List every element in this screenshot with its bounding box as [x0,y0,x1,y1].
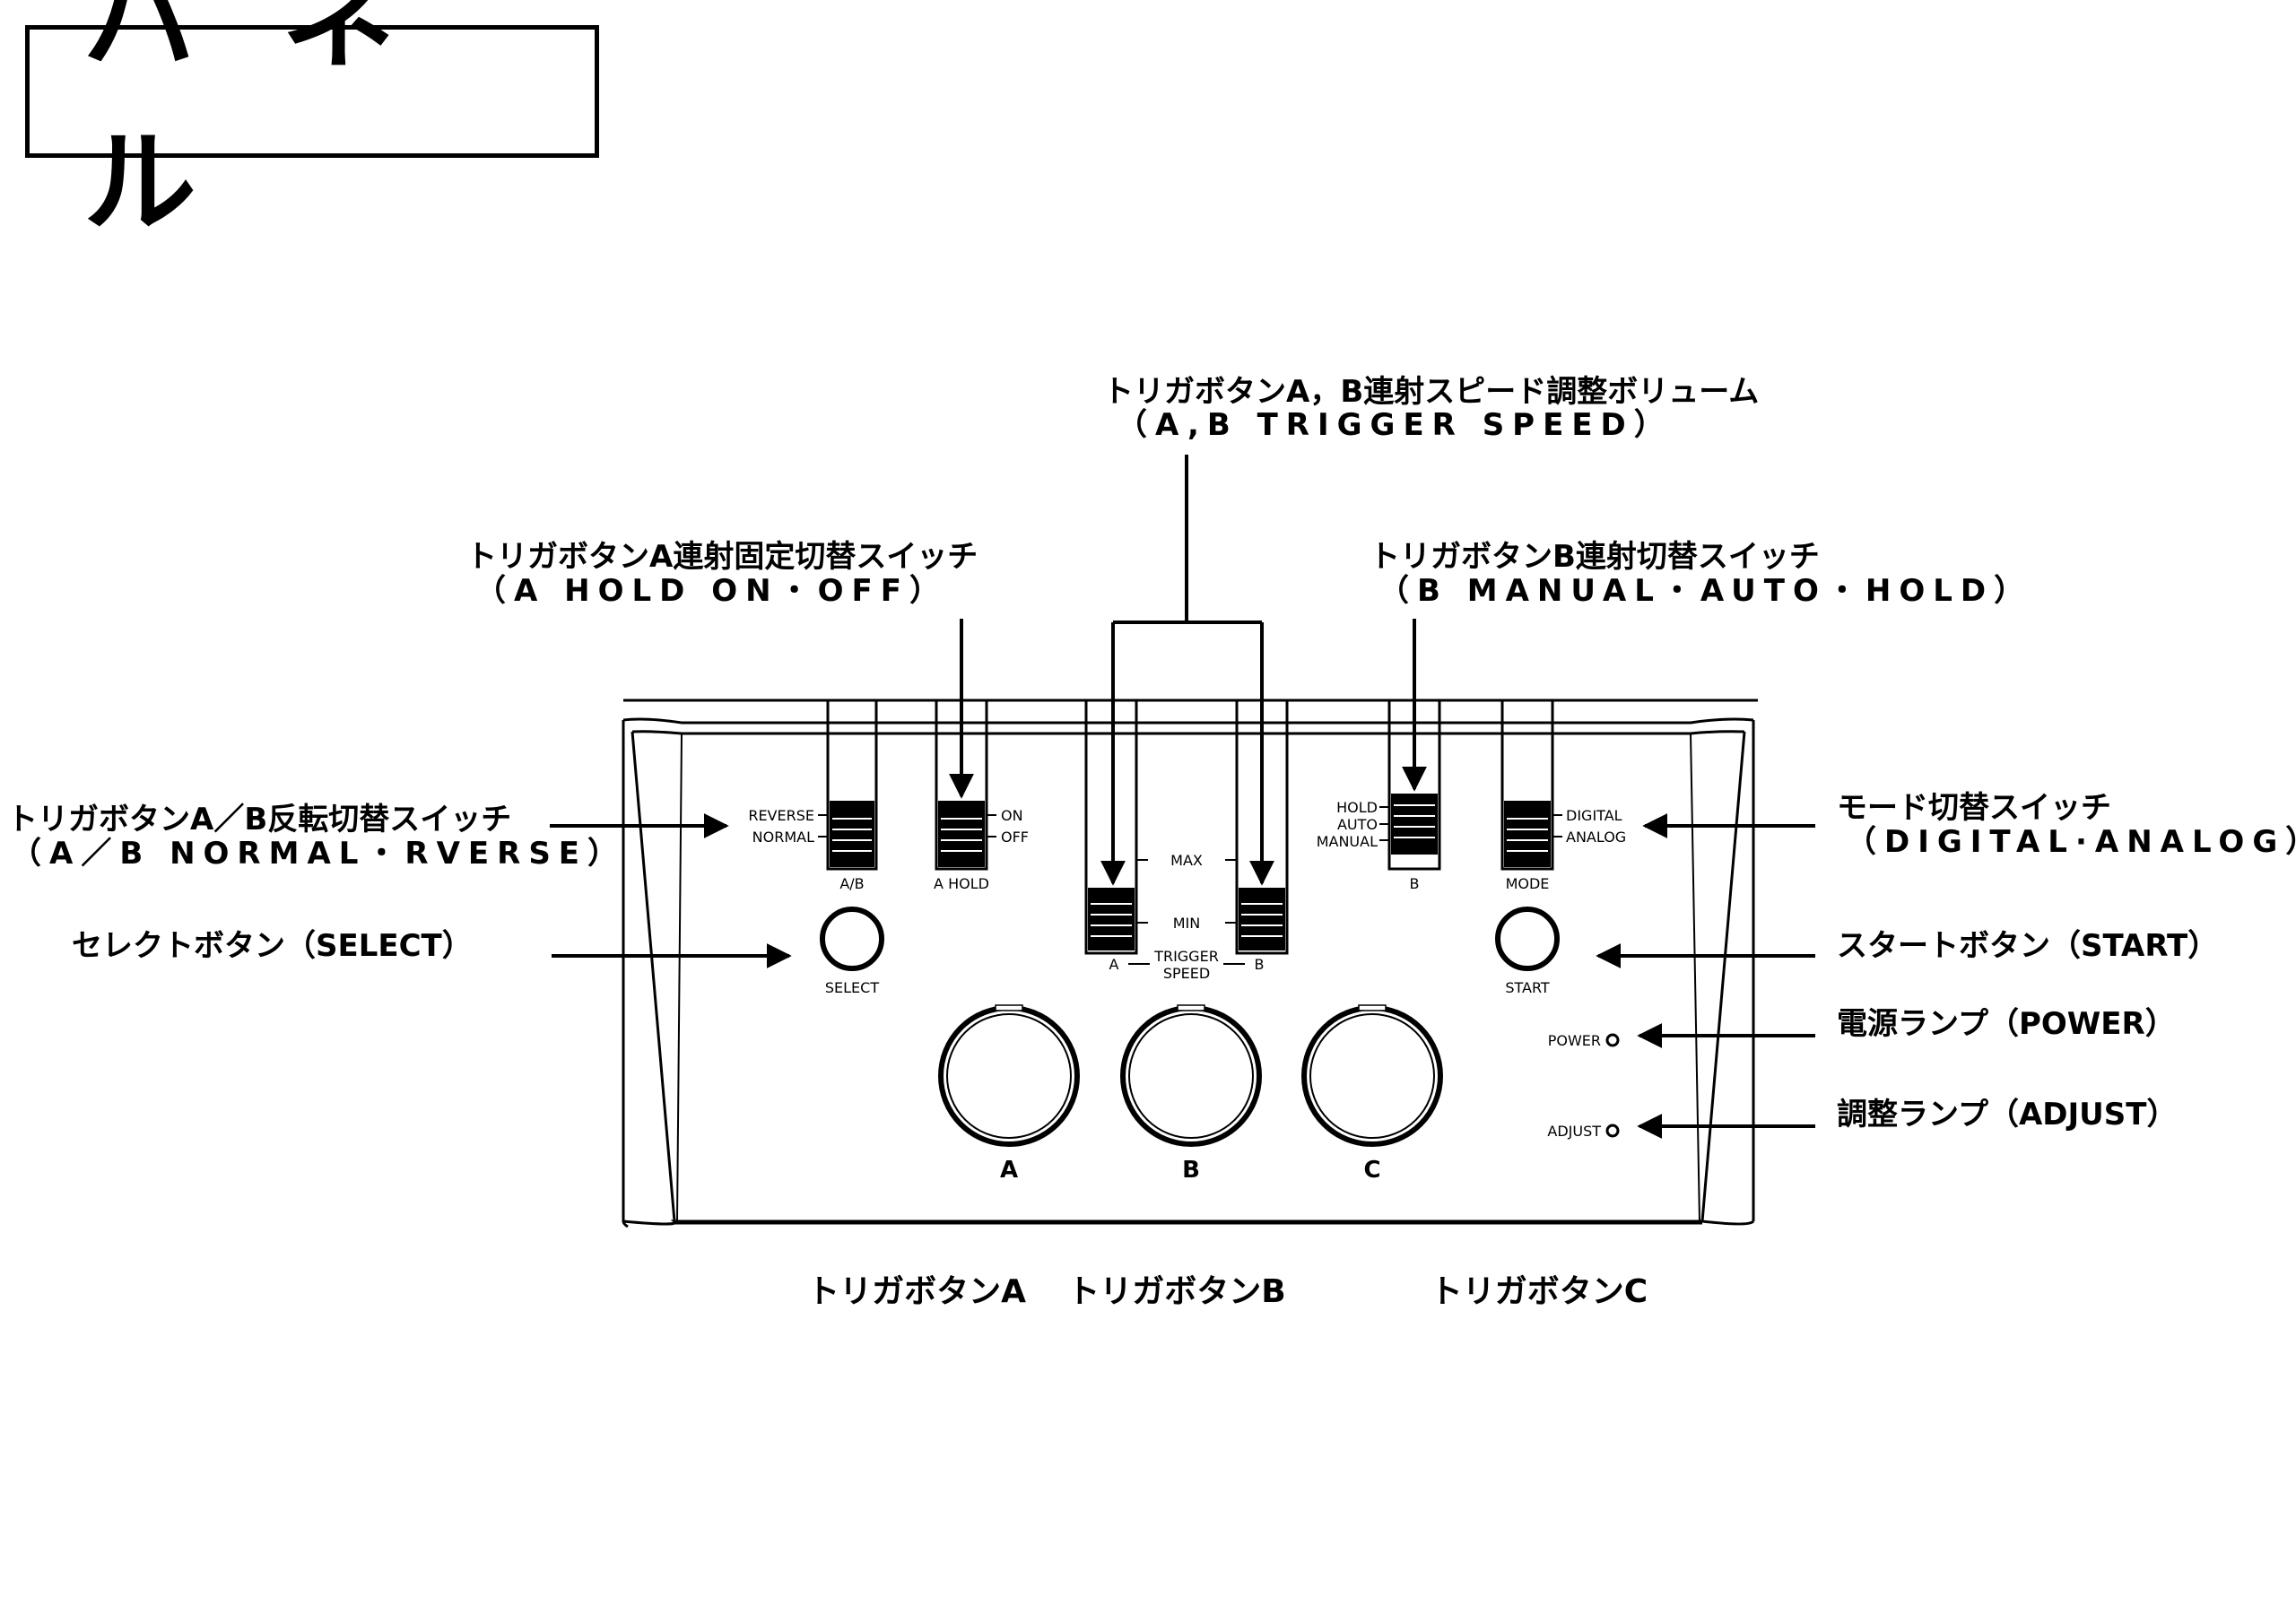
trigger-button-a-label: A [1000,1157,1018,1184]
speed-b-label: B [1255,956,1265,973]
speed-b-slider[interactable] [1235,699,1289,955]
trigger-button-b[interactable] [1120,1004,1262,1147]
callout-start: スタートボタン（START） [1837,928,2218,964]
trigger-button-a[interactable] [938,1004,1080,1147]
callout-b-mode-ja: トリガボタンB連射切替スイッチ [1370,539,1820,575]
trigger-button-c-label: C [1363,1157,1380,1184]
callout-a-hold-ja: トリガボタンA連射固定切替スイッチ [466,539,978,575]
panel-body [622,699,1758,1228]
select-button[interactable] [820,907,884,971]
trigger-button-c[interactable] [1301,1004,1443,1147]
b-mode-switch[interactable] [1379,699,1441,871]
a-hold-name: A HOLD [934,875,989,892]
speed-a-label: A [1109,956,1119,973]
a-hold-bottom-label: OFF [1001,829,1029,846]
callout-ab-reverse-en: （A／B NORMAL・RVERSE） [11,836,626,872]
trigger-button-b-label: B [1182,1157,1200,1184]
ab-reverse-switch[interactable] [818,699,878,871]
mode-bottom-label: ANALOG [1566,829,1626,846]
speed-a-slider[interactable] [1084,699,1138,955]
callout-mode-ja: モード切替スイッチ [1837,790,2111,826]
callout-adjust: 調整ランプ（ADJUST） [1837,1097,2177,1133]
speed-scale-ticks [1128,859,1245,965]
mode-switch-name: MODE [1506,875,1550,892]
callout-ab-reverse-ja: トリガボタンA／B反転切替スイッチ [7,802,511,838]
trigger-speed-title-1: TRIGGER [1153,948,1219,965]
adjust-lamp-icon [1605,1124,1620,1138]
a-hold-switch[interactable] [935,699,996,871]
speed-min-label: MIN [1173,915,1201,932]
b-switch-name: B [1410,875,1420,892]
start-button[interactable] [1495,907,1560,971]
a-hold-top-label: ON [1001,807,1023,824]
b-switch-hold-label: HOLD [1336,799,1378,816]
callout-select: セレクトボタン（SELECT） [72,928,473,964]
trigger-speed-title-2: SPEED [1163,965,1210,982]
callout-arrows [550,455,1815,1139]
ab-switch-bottom-label: NORMAL [752,829,814,846]
power-lamp-icon [1605,1033,1620,1047]
power-label: POWER [1548,1032,1601,1049]
start-label: START [1505,979,1550,996]
bottom-label-trigger-a: トリガボタンA [807,1273,1026,1310]
callout-power: 電源ランプ（POWER） [1837,1006,2176,1042]
select-label: SELECT [825,979,879,996]
b-switch-manual-label: MANUAL [1317,833,1378,850]
callout-trigger-speed-ja: トリガボタンA，B連射スピード調整ボリューム [1103,374,1759,410]
speed-max-label: MAX [1170,852,1203,869]
mode-switch[interactable] [1500,699,1562,871]
ab-switch-top-label: REVERSE [748,807,814,824]
adjust-label: ADJUST [1547,1123,1601,1140]
callout-mode-en: （DIGITAL·ANALOG） [1846,824,2296,860]
callout-trigger-speed-en: （A,B TRIGGER SPEED） [1117,407,1673,443]
callout-a-hold-en: （A HOLD ON・OFF） [475,573,948,609]
bottom-label-trigger-b: トリガボタンB [1067,1273,1285,1310]
mode-top-label: DIGITAL [1566,807,1622,824]
ab-switch-name: A/B [839,875,864,892]
b-switch-auto-label: AUTO [1337,816,1378,833]
bottom-label-trigger-c: トリガボタンC [1431,1273,1648,1310]
callout-b-mode-en: （B MANUAL・AUTO・HOLD） [1378,573,2032,609]
